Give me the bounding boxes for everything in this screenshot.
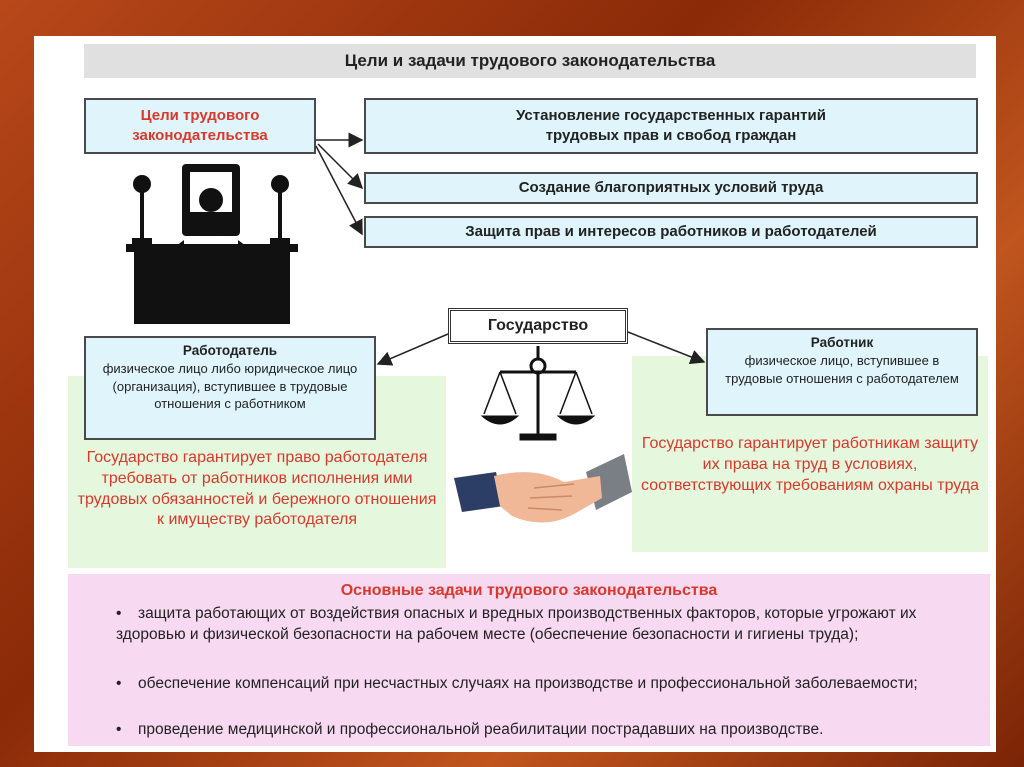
employee-title: Работник bbox=[810, 335, 874, 350]
state-arrows bbox=[376, 331, 706, 366]
goals-label: Цели трудового законодательства bbox=[84, 98, 316, 154]
scales-icon bbox=[480, 346, 596, 441]
page-title: Цели и задачи трудового законодательства bbox=[84, 44, 976, 78]
diagram-graphics bbox=[126, 132, 706, 523]
task-item-3: •проведение медицинской и профессиональн… bbox=[116, 720, 976, 741]
state-box: Государство bbox=[448, 308, 628, 344]
employee-box: Работник физическое лицо, вступившее в т… bbox=[706, 328, 978, 416]
goal-item-2: Создание благоприятных условий труда bbox=[364, 172, 978, 204]
handshake-icon bbox=[454, 454, 632, 523]
employee-description: физическое лицо, вступившее в трудовые о… bbox=[725, 353, 959, 386]
employer-guarantee-text: Государство гарантирует право работодате… bbox=[77, 449, 437, 529]
bullet: • bbox=[116, 605, 122, 622]
goal-arrows bbox=[315, 132, 364, 236]
employee-guarantee-text: Государство гарантирует работникам защит… bbox=[641, 435, 979, 494]
employer-title: Работодатель bbox=[182, 343, 278, 358]
employer-description: физическое лицо либо юридическое лицо (о… bbox=[102, 361, 358, 412]
task-item-2: •обеспечение компенсаций при несчастных … bbox=[116, 674, 976, 695]
tasks-panel: Основные задачи трудового законодательст… bbox=[68, 574, 990, 746]
goal-item-1: Установление государственных гарантий тр… bbox=[364, 98, 978, 154]
employer-box: Работодатель физическое лицо либо юридич… bbox=[84, 336, 376, 440]
goal-item-3: Защита прав и интересов работников и раб… bbox=[364, 216, 978, 248]
tasks-title: Основные задачи трудового законодательст… bbox=[340, 582, 718, 599]
bullet: • bbox=[116, 721, 122, 738]
task-item-1: •защита работающих от воздействия опасны… bbox=[116, 605, 917, 643]
slide: Цели и задачи трудового законодательства… bbox=[34, 36, 996, 752]
bullet: • bbox=[116, 675, 122, 692]
judge-icon bbox=[126, 164, 298, 324]
